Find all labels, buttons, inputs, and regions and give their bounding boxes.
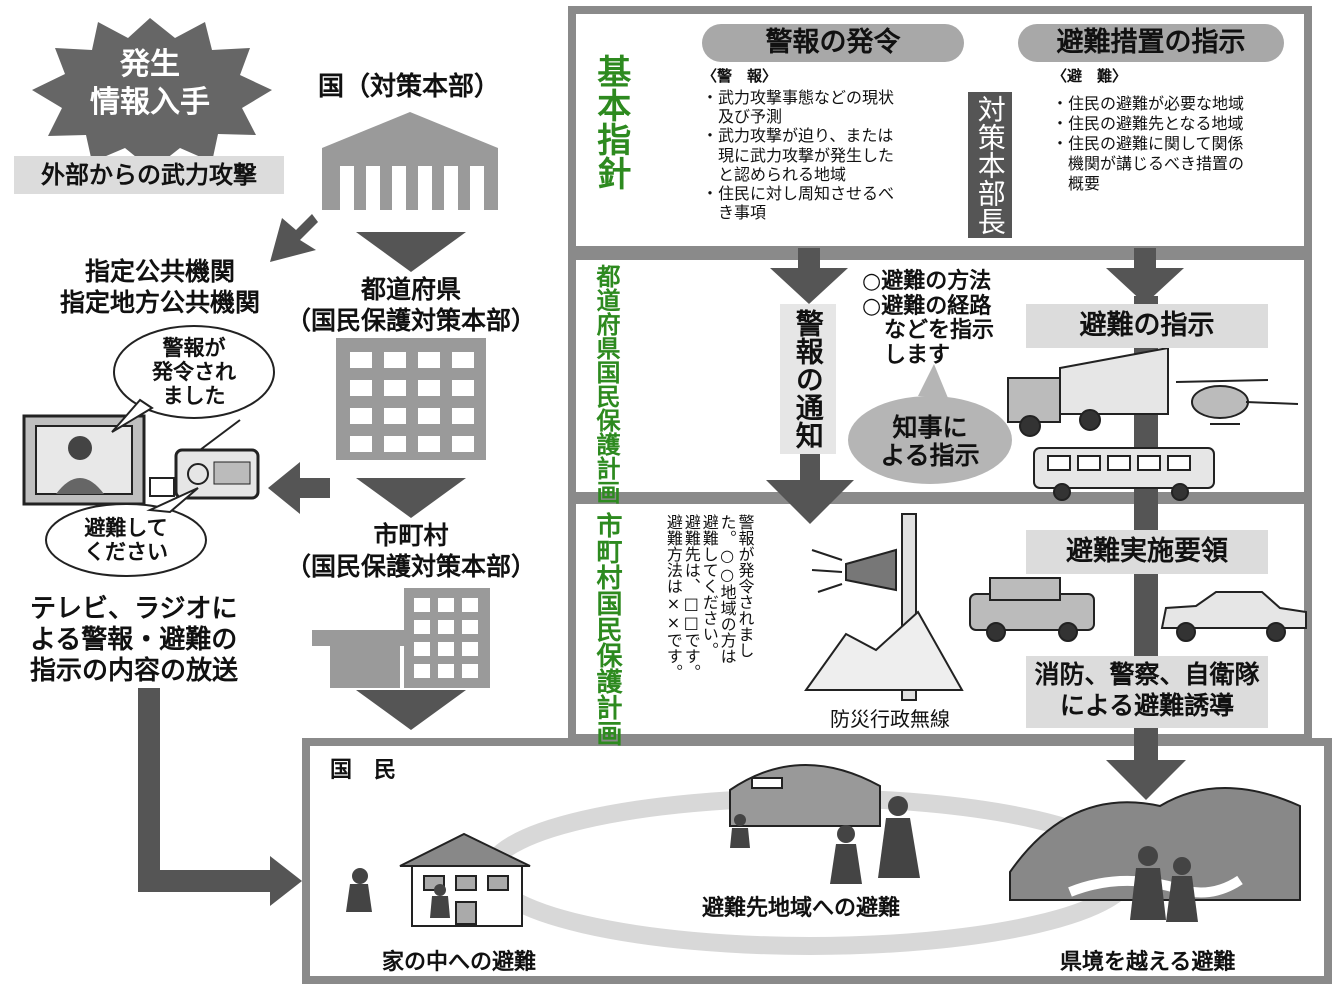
municipality-label: 市町村 （国民保護対策本部） [286,521,537,582]
family-walking-image [730,796,920,884]
radio-image [174,419,260,500]
national-label: 国（対策本部） [318,72,501,102]
prefecture-label: 都道府県 （国民保護対策本部） [286,275,537,336]
evac-home-label: 家の中への避難 [382,950,537,975]
evac-cross-border-label: 県境を越える避難 [1060,950,1236,975]
guideline-box: 避難実施要領 [1026,530,1268,574]
mountain-image [804,610,964,691]
evac-measure-pill: 避難措置の指示 [1018,24,1284,62]
alarm-issue-pill: 警報の発令 [702,24,964,62]
helicopter-image [1175,379,1299,425]
house-image [399,832,531,927]
alarm-heading: 〈警 報〉 [702,67,778,85]
plan-panel-frame [302,6,1332,984]
municipal-plan-side-label: 市町村国民保護計画 [592,512,622,746]
prefecture-building [336,338,486,460]
bubble-alarm-issued: 警報が 発令され ました [152,336,236,409]
alarm-notice-label: 警報の通知 [780,304,836,454]
attack-caption: 外部からの武力攻撃 [14,156,284,194]
broadcast-label: テレビ、ラジオに よる警報・避難の 指示の内容の放送 [30,594,239,687]
instructions-label: ○避難の方法 ○避難の経路 などを指示 します [862,269,995,368]
evac-instruction-box: 避難の指示 [1026,304,1268,348]
municipality-building [312,588,490,688]
evac-heading: 〈避 難〉 [1052,67,1128,85]
bubble-please-evacuate: 避難して ください [84,516,168,565]
policy-arrows [770,248,1184,304]
disaster-radio-label: 防災行政無線 [830,707,950,731]
hq-chief-box: 対策本部長 [968,92,1012,238]
burst-label: 発生 情報入手 [90,47,210,120]
arrow-to-orgs [270,214,318,262]
designated-orgs-label: 指定公共機関 指定地方公共機関 [59,257,260,318]
burst-shape [32,18,272,170]
bus-image [1033,447,1215,501]
family-running-image [346,868,450,918]
gymnasium-image [729,763,881,827]
governor-bubble [848,364,1012,484]
guidance-box: 消防、警察、自衛隊 による避難誘導 [1026,656,1268,728]
governor-label: 知事に よる指示 [880,413,980,470]
jeep-image [969,577,1095,642]
arrow-to-citizens [138,688,302,906]
tv-image [22,414,175,506]
evac-destination-label: 避難先地域への避難 [702,896,901,921]
basic-policy-side-label: 基本指針 [590,54,631,190]
announcement-text: 警報が発令されまし た。○○地域の方は 避難してください。 避難先は、□□です。… [663,514,755,680]
police-car-image [1160,591,1307,642]
national-building [322,112,498,210]
prefecture-plan-side-label: 都道府県国民保護計画 [592,264,620,504]
alarm-items: ・武力攻撃事態などの現状 及び予測 ・武力攻撃が迫り、または 現に武力攻撃が発生… [702,88,895,223]
evacuees-image [1130,846,1198,922]
evac-items: ・住民の避難が必要な地域 ・住民の避難先となる地域 ・住民の避難に関して関係 機… [1052,94,1245,193]
citizens-title: 国 民 [330,758,397,783]
speech-bubbles [45,325,275,577]
arrow-to-broadcast [268,462,330,514]
center-arrows [356,232,466,730]
truck-image [1007,346,1169,437]
